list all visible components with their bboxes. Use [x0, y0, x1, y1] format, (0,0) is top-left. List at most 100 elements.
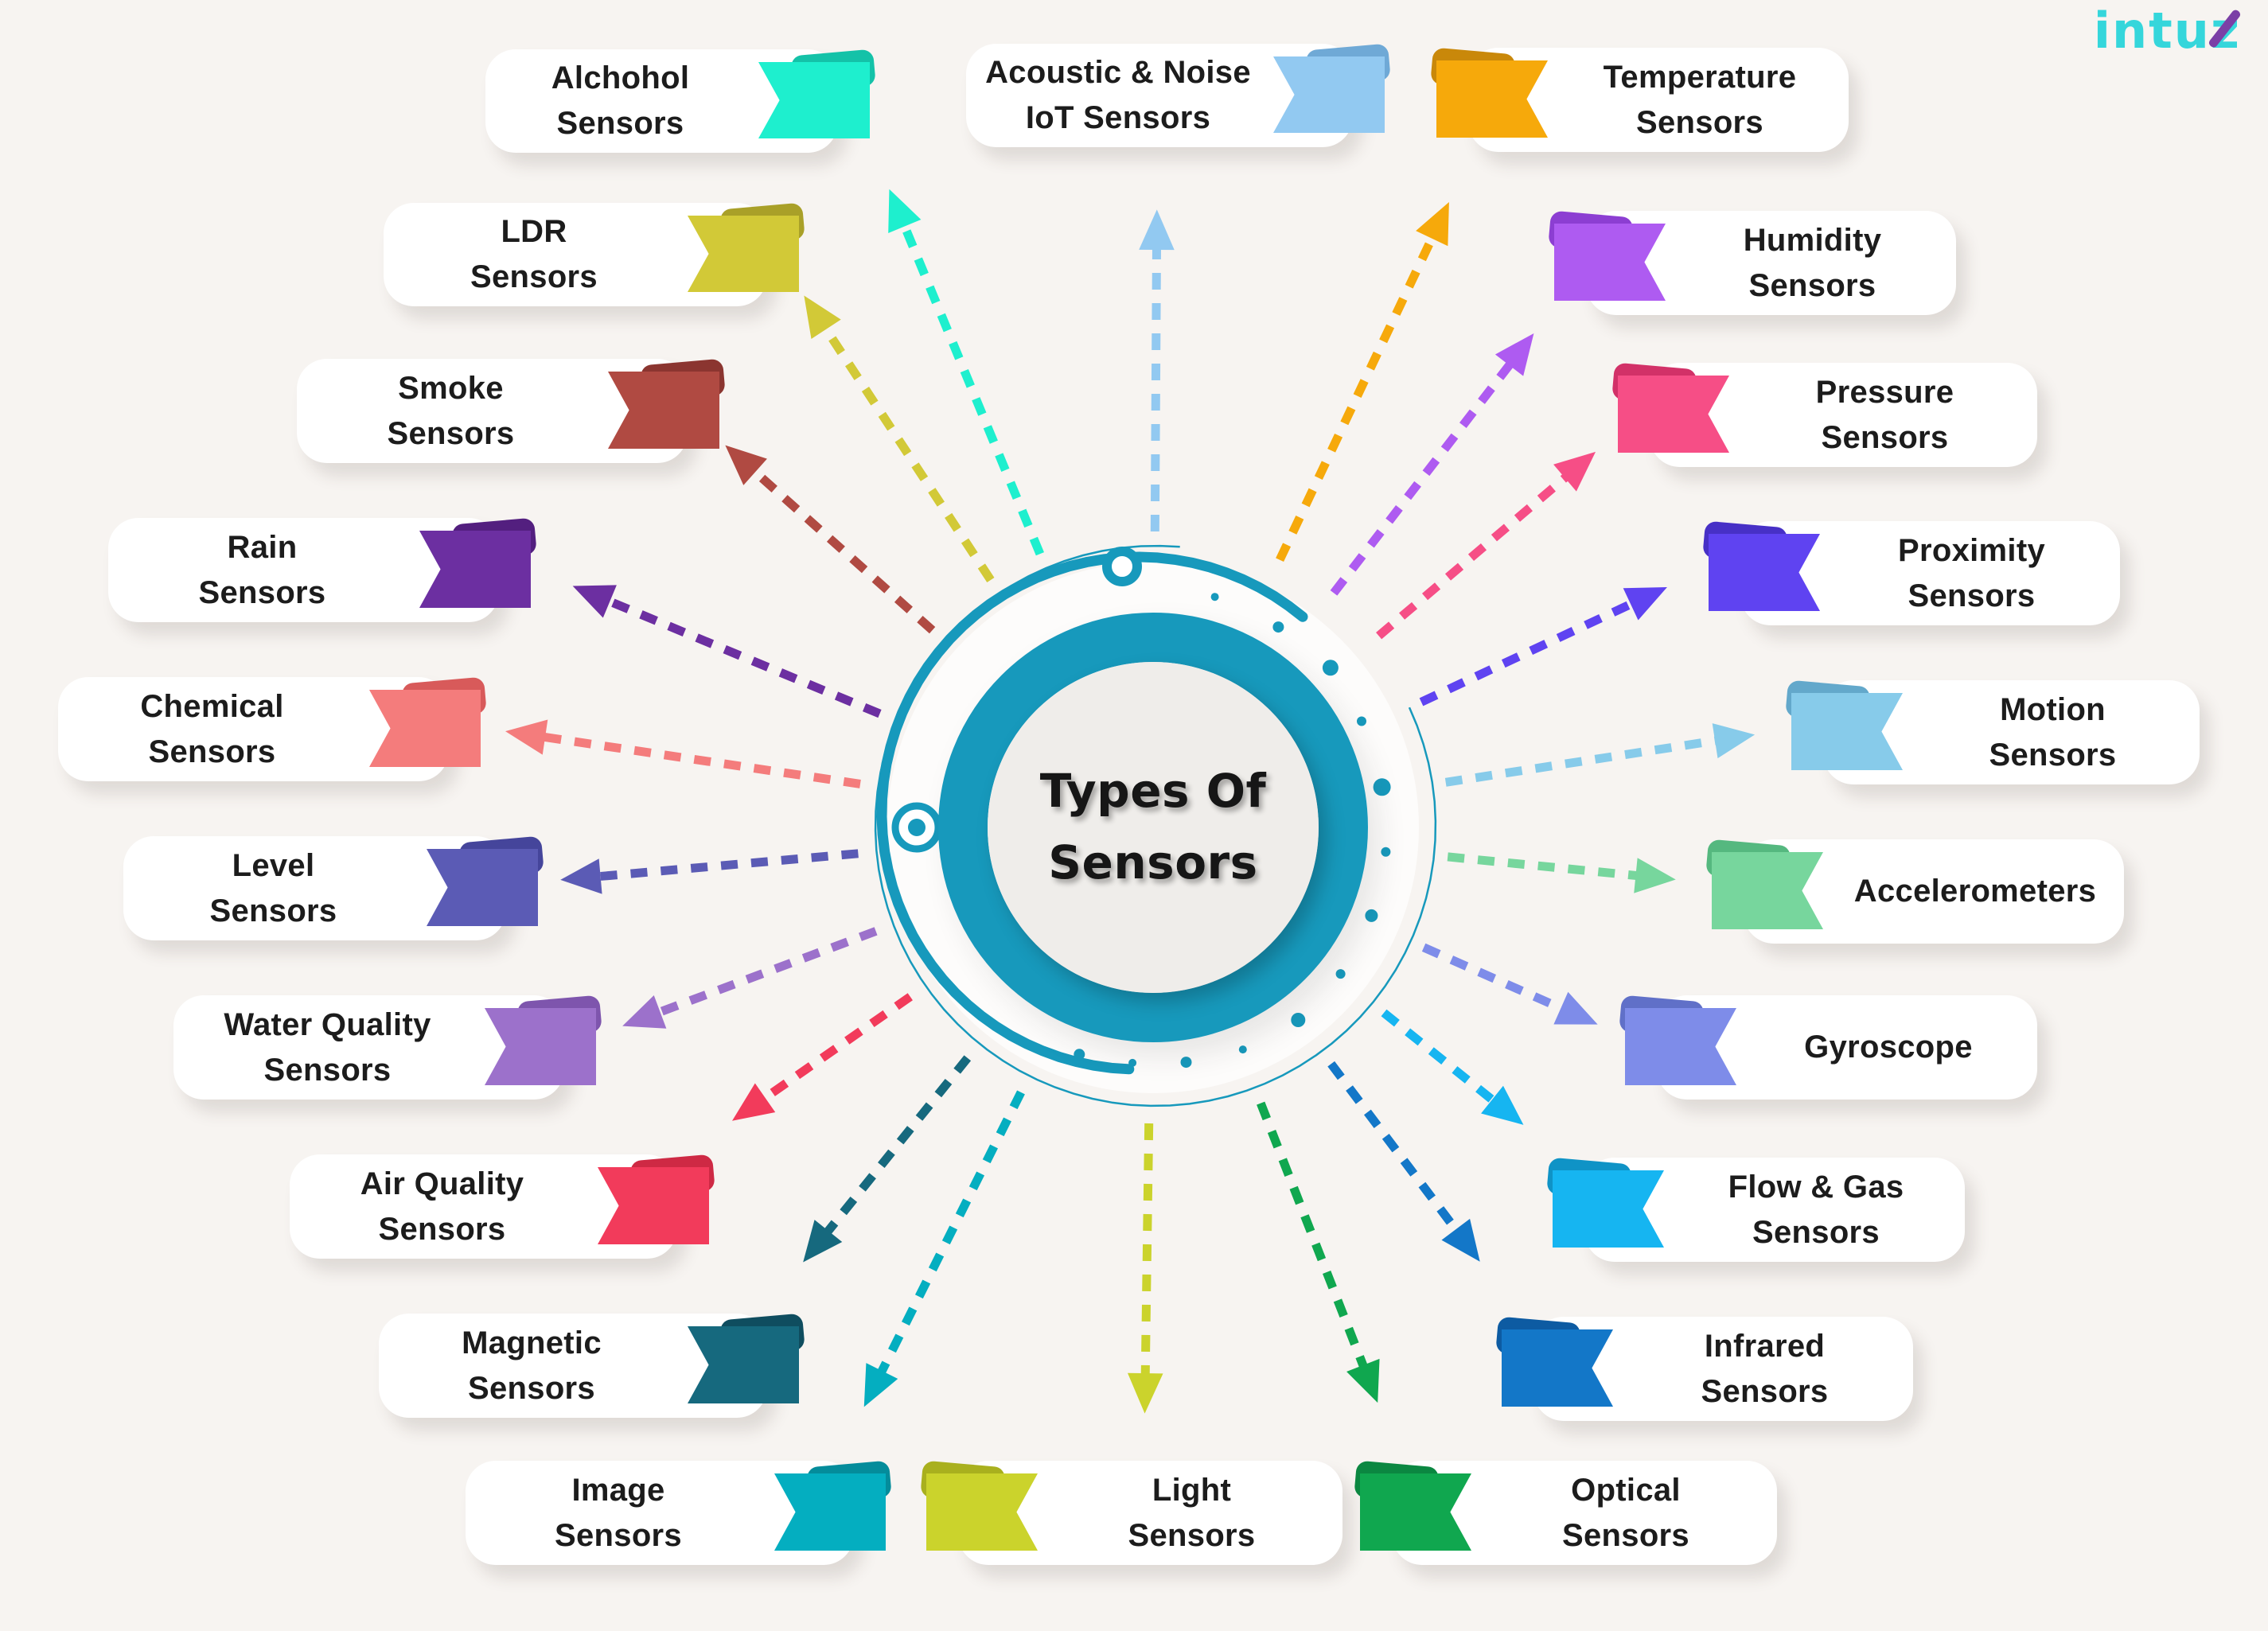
decorative-arc-thin	[874, 544, 1437, 1107]
sensor-label-line: Water Quality	[224, 1006, 431, 1042]
sensor-label-line: Sensors	[1128, 1517, 1256, 1553]
arrow-infrared	[1327, 1061, 1480, 1262]
sensor-label-line: Sensors	[1748, 267, 1876, 303]
sensor-label-line: Humidity	[1743, 222, 1882, 258]
title-line-2: Sensors	[1048, 835, 1258, 889]
arrow-flow_gas	[1381, 1009, 1524, 1125]
arrow-water_quality	[622, 927, 878, 1029]
sensor-label-line: Sensors	[1636, 104, 1763, 140]
sensor-label-line: IoT Sensors	[1025, 100, 1211, 135]
arrow-acoustic	[1139, 209, 1175, 532]
decorative-dot	[1335, 969, 1346, 979]
sensor-label-line: Motion	[2000, 691, 2106, 727]
decorative-dot	[1381, 847, 1391, 857]
decorative-dot	[1128, 1058, 1137, 1067]
sensor-label-line: Infrared	[1704, 1328, 1826, 1364]
center-circle: Types Of Sensors	[938, 613, 1368, 1042]
sensor-label-line: Sensors	[555, 1517, 682, 1553]
sensor-label-line: Sensors	[1701, 1373, 1829, 1409]
arrow-temperature	[1276, 201, 1449, 562]
arrow-smoke	[725, 445, 936, 634]
sensor-label-line: Magnetic	[462, 1325, 602, 1360]
center-inner-circle: Types Of Sensors	[988, 662, 1319, 993]
sensor-label-line: Pressure	[1815, 374, 1954, 410]
arrow-proximity	[1419, 586, 1667, 707]
arrow-accelerometers	[1447, 852, 1676, 893]
sensor-label-line: Sensors	[263, 1052, 392, 1088]
sensor-label: Gyroscope	[1657, 995, 2037, 1100]
sensor-label-line: Flow & Gas	[1728, 1169, 1904, 1205]
sensor-label-line: Sensors	[198, 574, 326, 610]
sensor-label-line: Proximity	[1898, 532, 2045, 568]
title-line-1: Types Of	[1039, 764, 1267, 819]
arrow-optical	[1257, 1101, 1380, 1403]
decorative-dot	[1373, 778, 1391, 796]
sensor-label-line: Level	[232, 847, 315, 883]
sensor-label-line: Smoke	[398, 370, 504, 406]
sensor-label-line: Light	[1152, 1472, 1232, 1508]
decorative-dot	[1210, 593, 1219, 601]
decorative-dot	[1322, 660, 1339, 676]
sensor-label-line: Sensors	[1989, 737, 2117, 773]
arrow-chemical	[505, 719, 861, 788]
sensor-label-line: Sensors	[1821, 419, 1949, 455]
logo-text: intu	[2093, 2, 2211, 60]
arrow-air_quality	[732, 993, 913, 1121]
decorative-dot	[1180, 1057, 1192, 1069]
sensor-card-gyroscope: Gyroscope	[1619, 995, 2037, 1100]
sensor-label-line: Air Quality	[360, 1166, 524, 1201]
decorative-dot	[1074, 1049, 1085, 1061]
decorative-dot	[1291, 1013, 1306, 1027]
arrow-image	[863, 1090, 1025, 1407]
arrow-alchohol	[888, 189, 1044, 556]
sensor-label: Accelerometers	[1744, 839, 2124, 944]
arrow-humidity	[1330, 333, 1534, 596]
decorative-dot	[1365, 909, 1378, 922]
sensor-label-line: Rain	[227, 529, 298, 565]
sensor-label-line: Sensors	[556, 106, 684, 141]
sensor-label-line: Alchohol	[551, 60, 690, 96]
sensor-label-line: Sensors	[148, 734, 276, 769]
sensor-label-line: Chemical	[140, 688, 284, 724]
decorative-dot	[1272, 621, 1284, 633]
sensor-label-line: Image	[571, 1472, 665, 1508]
sensor-label-line: Sensors	[387, 415, 515, 451]
sensor-label-line: Sensors	[470, 259, 598, 294]
sensor-label-line: Acoustic & Noise	[985, 55, 1251, 91]
arrow-light	[1127, 1123, 1163, 1414]
ring-node-left-dot	[908, 819, 926, 836]
sensor-label-line: Sensors	[209, 893, 337, 928]
sensor-label-line: Sensors	[468, 1370, 595, 1406]
sensor-label-line: Sensors	[1752, 1214, 1880, 1250]
sensor-label-line: Optical	[1571, 1472, 1681, 1508]
